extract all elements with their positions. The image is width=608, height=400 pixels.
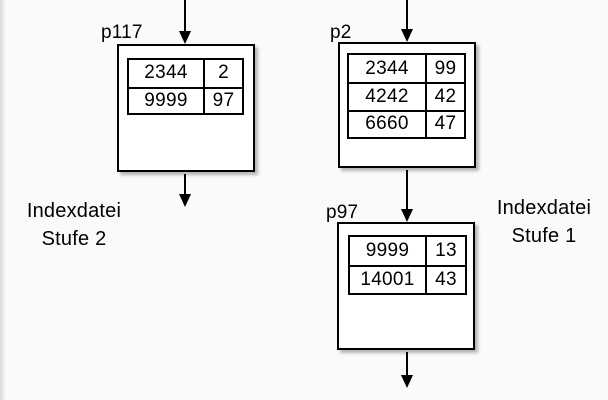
arrow-out-of-p97-line xyxy=(406,352,408,377)
arrow-into-p117-head-icon xyxy=(179,31,191,44)
caption-line: Indexdatei xyxy=(26,200,122,222)
arrow-into-p117-line xyxy=(184,0,186,33)
table-cell: 9999 xyxy=(129,86,203,114)
table-cell: 2344 xyxy=(144,62,188,84)
caption-line: Stufe 2 xyxy=(41,228,107,250)
page-edge-shading xyxy=(0,0,6,400)
node-box-p2: 2344 99 4242 42 6660 47 xyxy=(338,42,476,168)
node-label-p97: p97 xyxy=(326,202,359,223)
caption-stufe-2: Indexdatei Stufe 2 xyxy=(8,197,140,253)
node-box-p97: 9999 13 14001 43 xyxy=(337,222,475,350)
node-table-p97: 9999 13 14001 43 xyxy=(348,235,467,295)
node-label-p117: p117 xyxy=(101,22,143,43)
table-cell: 6660 xyxy=(349,109,425,137)
table-cell: 97 xyxy=(203,86,242,113)
node-box-p117: 2344 2 9999 97 xyxy=(117,44,255,172)
arrow-p2-to-p97-head-icon xyxy=(401,209,413,222)
arrow-into-p2-head-icon xyxy=(401,29,413,42)
table-cell: 2 xyxy=(203,60,242,87)
table-cell: 47 xyxy=(425,109,464,137)
arrow-out-of-p117-head-icon xyxy=(179,194,191,207)
arrow-out-of-p97-head-icon xyxy=(401,375,413,388)
arrow-out-of-p117-line xyxy=(184,174,186,196)
arrow-p2-to-p97-line xyxy=(406,170,408,211)
table-cell: 4242 xyxy=(349,82,425,109)
arrow-into-p2-line xyxy=(406,0,408,31)
table-cell: 42 xyxy=(425,82,464,110)
caption-line: Indexdatei xyxy=(496,197,592,219)
node-label-p2: p2 xyxy=(330,22,352,43)
table-cell: 99 xyxy=(425,55,464,83)
caption-line: Stufe 1 xyxy=(511,225,577,247)
node-table-p2: 2344 99 4242 42 6660 47 xyxy=(347,53,466,139)
table-cell: 13 xyxy=(425,237,465,265)
node-table-p117: 2344 2 9999 97 xyxy=(127,58,244,115)
table-cell: 9999 xyxy=(365,240,410,261)
table-cell: 43 xyxy=(425,265,465,293)
caption-stufe-1: Indexdatei Stufe 1 xyxy=(478,194,608,250)
table-cell: 14001 xyxy=(350,265,425,293)
table-cell: 2344 xyxy=(365,57,409,79)
